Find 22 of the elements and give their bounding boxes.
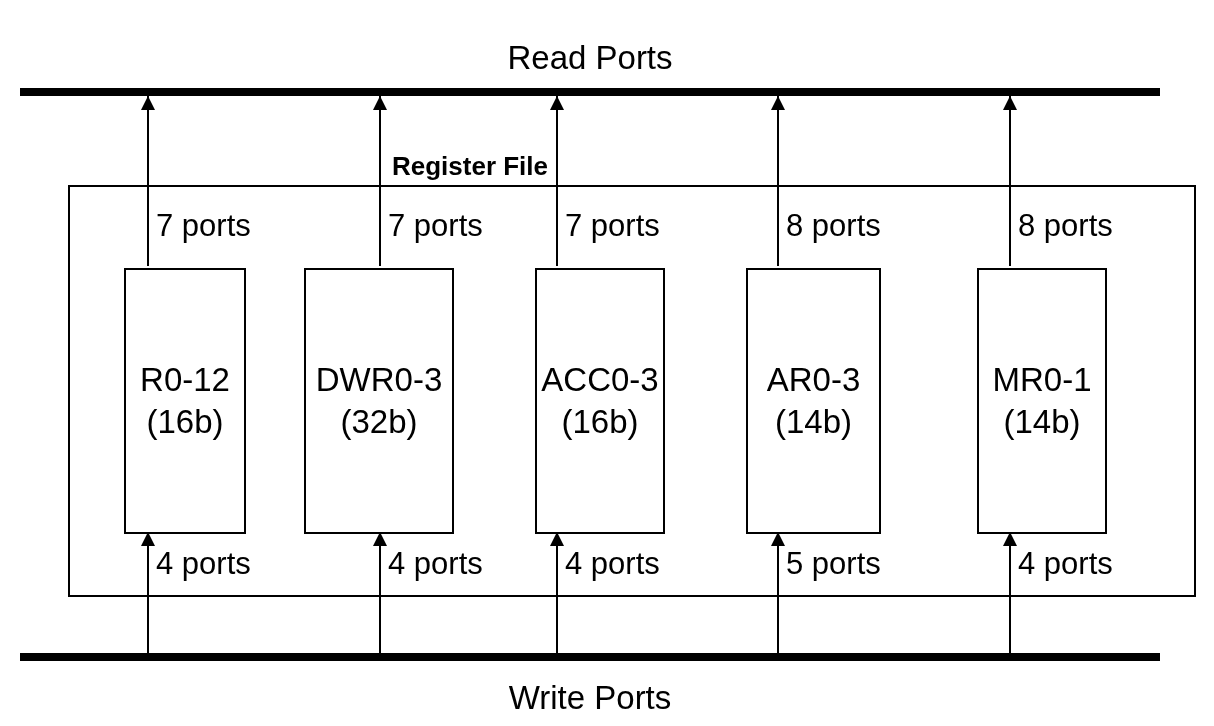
- arrow: [373, 95, 387, 267]
- register-label: ACC0-3: [541, 361, 659, 399]
- register-label: (14b): [1003, 403, 1081, 441]
- register-label: (16b): [561, 403, 639, 441]
- bus-label: Read Ports: [507, 41, 673, 78]
- register-label: DWR0-3: [315, 361, 443, 399]
- register-label: (14b): [774, 403, 852, 441]
- arrow: [1003, 95, 1017, 267]
- bus-label: Write Ports: [508, 678, 672, 714]
- register-box: [124, 268, 246, 534]
- arrow: [550, 95, 564, 267]
- register-box: [977, 268, 1107, 534]
- register-label: R0-12: [140, 361, 230, 399]
- register-box: [535, 268, 665, 534]
- register-label: MR0-1: [992, 361, 1092, 399]
- arrow: [141, 95, 155, 267]
- register-box: [304, 268, 454, 534]
- arrow: [771, 95, 785, 267]
- register-box: [746, 268, 881, 534]
- register-label: (16b): [146, 403, 224, 441]
- register-label: AR0-3: [766, 361, 861, 399]
- register-label: (32b): [340, 403, 418, 441]
